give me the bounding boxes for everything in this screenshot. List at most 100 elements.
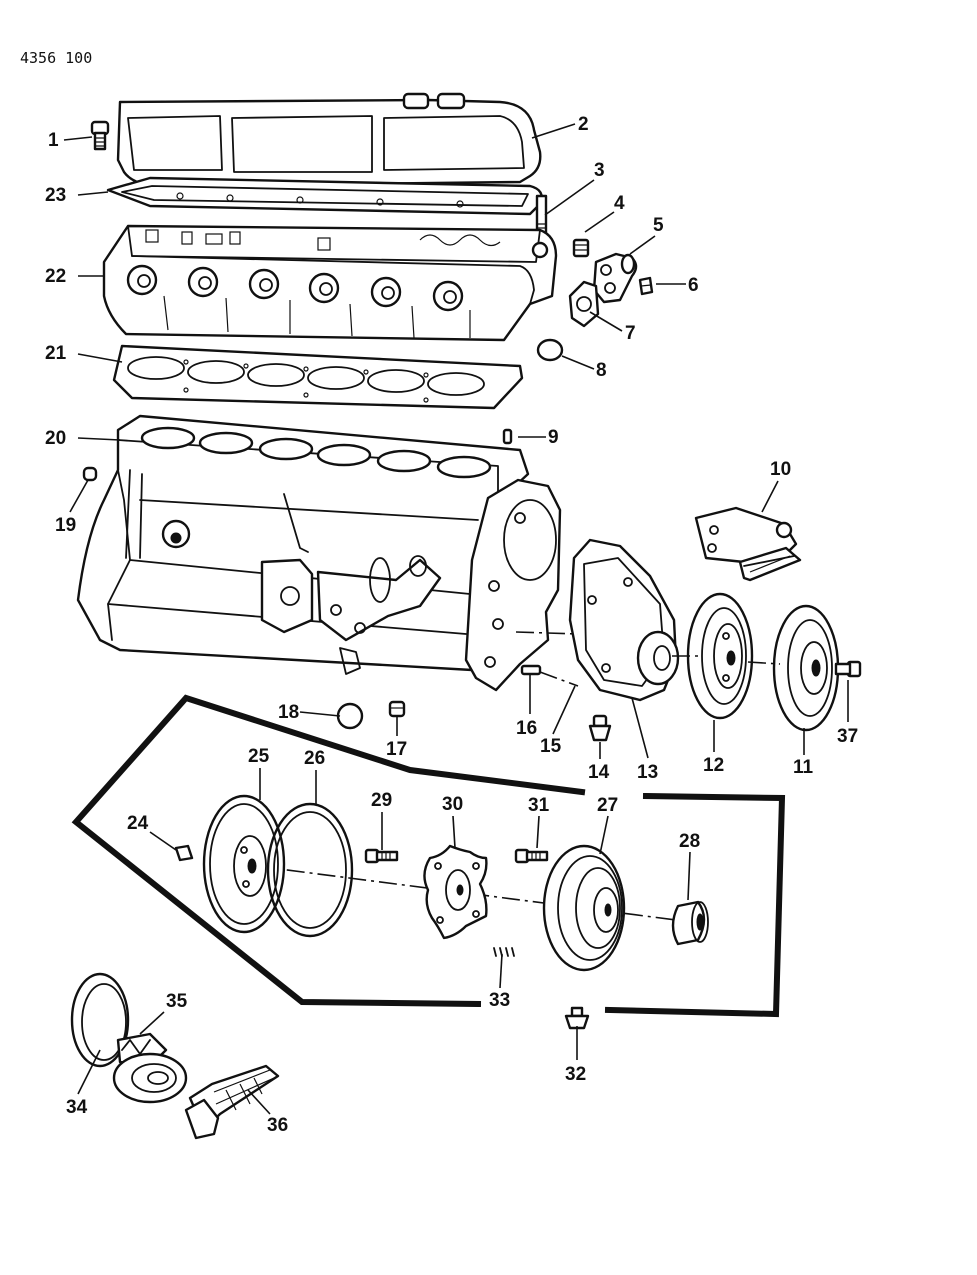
flywheel-bolt (174, 844, 194, 862)
leader-line-36 (247, 1089, 271, 1115)
leader-line-34 (77, 1049, 101, 1095)
leader-line-21 (77, 353, 123, 363)
leader-line-19 (69, 479, 89, 513)
callout-32: 32 (565, 1064, 586, 1085)
callout-5: 5 (653, 215, 664, 236)
callout-28: 28 (679, 831, 700, 852)
callout-10: 10 (770, 459, 791, 480)
fitting-screw (638, 276, 654, 296)
callout-22: 22 (45, 266, 66, 287)
callout-6: 6 (688, 275, 699, 296)
callout-leaders (63, 123, 849, 1115)
callout-14: 14 (588, 762, 610, 783)
engine-mount-bracket (694, 506, 802, 582)
timing-cover-bolt (588, 714, 612, 742)
dowel-pins-small (493, 947, 515, 957)
timing-cover-dowel (520, 664, 542, 676)
head-gasket (112, 344, 524, 410)
callout-13: 13 (637, 762, 658, 783)
callout-23: 23 (45, 185, 66, 206)
leader-line-2 (531, 123, 576, 139)
callout-27: 27 (597, 795, 618, 816)
crank-pulley-lower (542, 844, 626, 972)
callout-37: 37 (837, 726, 858, 747)
callout-33: 33 (489, 990, 510, 1011)
callout-17: 17 (386, 739, 407, 760)
callout-34: 34 (66, 1097, 88, 1118)
dowel-pin (502, 428, 513, 445)
valve-cover-gasket (106, 176, 543, 216)
leader-line-35 (139, 1011, 165, 1035)
cover-bolt (90, 120, 110, 151)
callout-11: 11 (793, 757, 814, 778)
leader-line-28 (687, 851, 691, 901)
leader-line-27 (599, 815, 609, 855)
callout-31: 31 (528, 795, 550, 816)
leader-line-30 (452, 815, 456, 849)
dowel-axis (539, 671, 579, 687)
leader-line-10 (761, 480, 779, 513)
callout-3: 3 (594, 160, 605, 181)
leader-line-7 (589, 311, 623, 332)
leader-line-1 (63, 136, 93, 141)
callout-19: 19 (55, 515, 76, 536)
pilot-bearing (671, 900, 709, 946)
cylinder-block (76, 414, 562, 692)
valve-cover (116, 92, 542, 188)
callout-29: 29 (371, 790, 392, 811)
callout-26: 26 (304, 748, 325, 769)
cylinder-head (102, 224, 558, 342)
drive-plate (423, 844, 488, 940)
leader-line-5 (629, 235, 656, 255)
leader-line-18 (299, 711, 341, 717)
callout-21: 21 (45, 343, 67, 364)
callout-4: 4 (614, 193, 625, 214)
callout-15: 15 (540, 736, 562, 757)
callout-35: 35 (166, 991, 188, 1012)
leader-line-24 (149, 831, 177, 851)
head-plug (572, 238, 590, 258)
callout-2: 2 (578, 114, 589, 135)
callout-18: 18 (278, 702, 299, 723)
damper-bolt (834, 660, 862, 678)
detail-inset-border (71, 694, 786, 1018)
flywheel (202, 794, 286, 934)
fitting-gasket (568, 280, 600, 328)
callout-labels: 1234567891011121314151617181920212223242… (45, 114, 858, 1136)
cup-plug (336, 702, 364, 730)
document-id: 4356 100 (20, 49, 92, 67)
vibration-damper (772, 604, 840, 732)
leader-line-15 (552, 685, 576, 735)
callout-16: 16 (516, 718, 537, 739)
oil-seal-strip (184, 1064, 280, 1140)
callout-30: 30 (442, 794, 463, 815)
leader-line-20 (77, 437, 121, 441)
callout-8: 8 (596, 360, 607, 381)
leader-line-8 (561, 355, 595, 370)
drive-plate-bolt (364, 848, 399, 864)
drain-plug (564, 1006, 590, 1030)
leader-line-3 (544, 179, 595, 216)
timing-chain-cover (568, 538, 680, 702)
callout-25: 25 (248, 746, 270, 767)
callout-9: 9 (548, 427, 559, 448)
water-outlet-fitting (592, 252, 638, 304)
expansion-plug-head (536, 338, 564, 362)
ring-gear (266, 802, 354, 938)
callout-12: 12 (703, 755, 724, 776)
torque-converter-bolt (514, 848, 549, 864)
leader-line-31 (536, 815, 540, 849)
rear-main-seal-assembly (70, 972, 188, 1104)
callout-7: 7 (625, 323, 636, 344)
leader-line-4 (584, 211, 615, 233)
expansion-plug-block (82, 466, 98, 482)
assembly-axis-upper (515, 631, 781, 665)
callout-36: 36 (267, 1115, 288, 1136)
callout-20: 20 (45, 428, 66, 449)
leader-line-33 (499, 953, 503, 989)
leader-line-13 (631, 697, 649, 759)
oil-pressure-fitting (388, 700, 406, 718)
callout-24: 24 (127, 813, 149, 834)
callout-1: 1 (48, 130, 59, 151)
